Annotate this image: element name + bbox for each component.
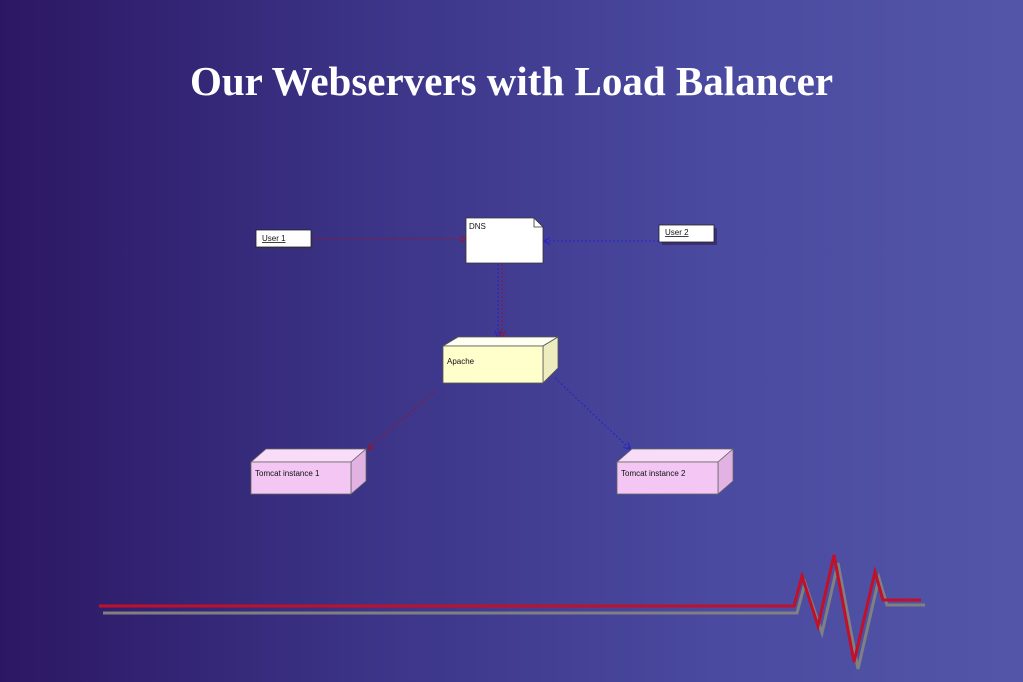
connector-apache-tomcat1 bbox=[368, 391, 435, 449]
apache-label: Apache bbox=[447, 357, 475, 366]
dns-node: DNS bbox=[465, 217, 544, 264]
user1-node: User 1 bbox=[255, 229, 314, 250]
tomcat2-label: Tomcat instance 2 bbox=[621, 469, 686, 478]
tomcat2-node: Tomcat instance 2 bbox=[615, 448, 735, 495]
user1-label: User 1 bbox=[262, 234, 286, 243]
dns-label: DNS bbox=[469, 222, 486, 231]
connector-apache-tomcat2 bbox=[554, 377, 630, 449]
apache-node: Apache bbox=[441, 336, 560, 384]
heartbeat-line bbox=[99, 554, 921, 663]
tomcat1-node: Tomcat instance 1 bbox=[249, 448, 368, 495]
user2-label: User 2 bbox=[665, 228, 689, 237]
heartbeat-decoration bbox=[99, 554, 925, 670]
heartbeat-shadow-line bbox=[103, 562, 925, 670]
slide-title: Our Webservers with Load Balancer bbox=[189, 58, 834, 104]
user2-node: User 2 bbox=[658, 224, 717, 245]
tomcat1-label: Tomcat instance 1 bbox=[255, 469, 320, 478]
